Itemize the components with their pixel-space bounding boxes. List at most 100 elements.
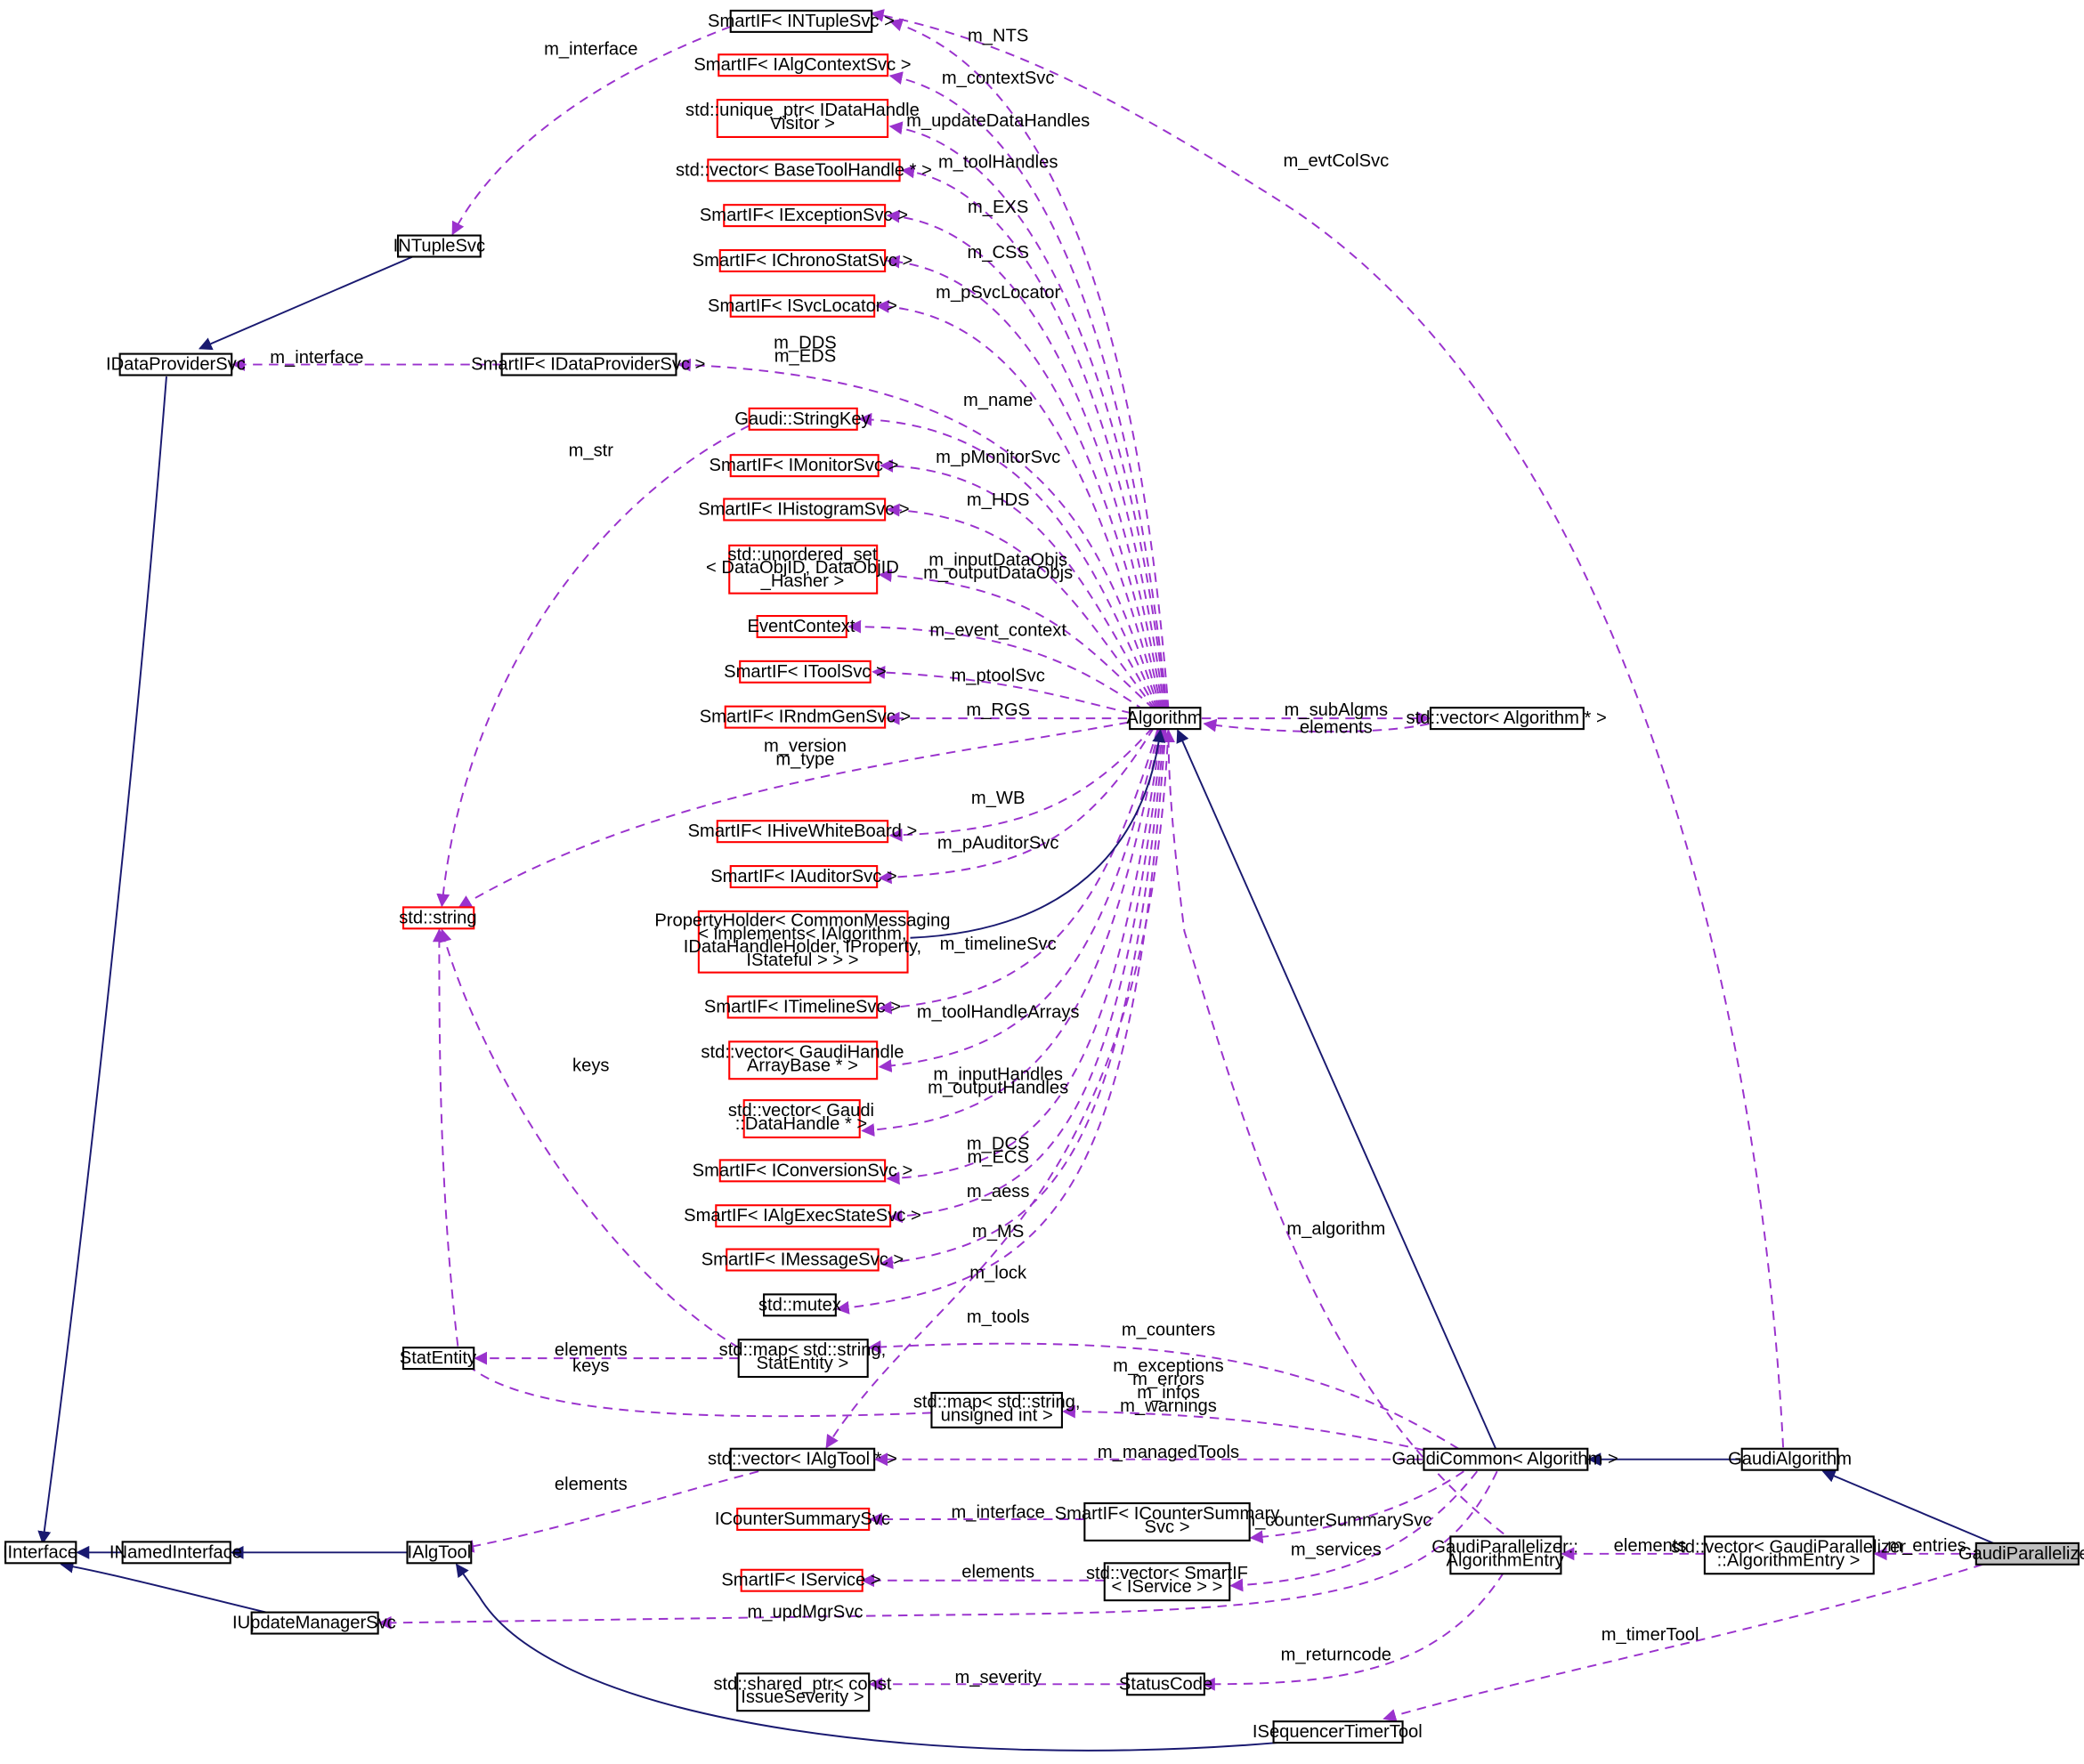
edge-m-updmgrsvc: [377, 1470, 1498, 1630]
svg-text:StatEntity: StatEntity: [400, 1348, 477, 1368]
node-algorithm[interactable]: Algorithm: [1126, 707, 1203, 731]
label-m-ptoolsvc: m_ptoolSvc: [952, 666, 1045, 685]
node-smartif-irndmgensvc[interactable]: SmartIF< IRndmGenSvc >: [700, 705, 911, 729]
node-idataprovidersvc[interactable]: IDataProviderSvc: [106, 352, 246, 376]
node-intuplesvc[interactable]: INTupleSvc: [393, 234, 485, 258]
svg-text:SmartIF< IAlgExecStateSvc >: SmartIF< IAlgExecStateSvc >: [684, 1206, 921, 1226]
svg-text:SmartIF< IExceptionSvc >: SmartIF< IExceptionSvc >: [700, 206, 908, 225]
node-gaudiparallelizer-algorithmentry[interactable]: GaudiParallelizer::AlgorithmEntry: [1431, 1535, 1578, 1575]
svg-text:INamedInterface: INamedInterface: [109, 1542, 242, 1562]
edge-inh-ntuple-dp: [198, 255, 413, 351]
label-m-counters: m_counters: [1122, 1321, 1215, 1340]
edge-inh-gaudicommon-alg: [1176, 729, 1497, 1450]
label-m-aess: m_aess: [967, 1182, 1030, 1202]
label-keys-map: keys: [572, 1056, 609, 1075]
edge-m-contextsvc: [888, 71, 1168, 709]
edge-m-interface-ntuple: [451, 25, 732, 236]
node-propertyholder[interactable]: PropertyHolder< CommonMessaging< impleme…: [654, 910, 951, 974]
node-smartif-iexceptionsvc[interactable]: SmartIF< IExceptionSvc >: [700, 204, 908, 228]
node-smartif-intuplesvc[interactable]: SmartIF< INTupleSvc >: [708, 9, 895, 33]
label-m-exs: m_EXS: [968, 198, 1028, 217]
node-smartif-ialgcontextsvc[interactable]: SmartIF< IAlgContextSvc >: [693, 53, 912, 77]
node-ialgtool[interactable]: IAlgTool: [406, 1541, 473, 1565]
node-smartif-iservice[interactable]: SmartIF< IService >: [721, 1568, 881, 1592]
svg-text:std::vector< Gaudi::DataHandle: std::vector< Gaudi::DataHandle * >: [728, 1101, 874, 1134]
svg-text:std::vector< GaudiParallelizer: std::vector< GaudiParallelizer::Algorith…: [1671, 1537, 1906, 1570]
svg-text:std::string: std::string: [399, 908, 476, 927]
node-smartif-isvclocator[interactable]: SmartIF< ISvcLocator >: [708, 294, 897, 318]
node-smartif-imessagesvc[interactable]: SmartIF< IMessageSvc >: [701, 1248, 904, 1272]
node-smartif-idataprovidersvc[interactable]: SmartIF< IDataProviderSvc >: [471, 352, 705, 376]
edge-inh-propertyholder-alg: [910, 729, 1166, 939]
node-iupdatemanagersvc[interactable]: IUpdateManagerSvc: [232, 1611, 396, 1635]
node-vector-gaudiparallelizer-algorithmentry[interactable]: std::vector< GaudiParallelizer::Algorith…: [1671, 1535, 1906, 1575]
edge-keys-map: [438, 928, 740, 1348]
node-icountersummarysvc[interactable]: ICounterSummarySvc: [715, 1507, 890, 1531]
edge-m-lock: [835, 729, 1167, 1315]
edge-m-services: [1229, 1470, 1479, 1592]
node-statentity[interactable]: StatEntity: [400, 1347, 477, 1371]
svg-text:SmartIF< IConversionSvc >: SmartIF< IConversionSvc >: [693, 1161, 913, 1180]
node-statuscode[interactable]: StatusCode: [1119, 1672, 1212, 1696]
svg-text:std::vector< IAlgTool * >: std::vector< IAlgTool * >: [708, 1450, 897, 1469]
node-gaudicommon-algorithm[interactable]: GaudiCommon< Algorithm >: [1391, 1447, 1618, 1471]
label-m-toolhandles: m_toolHandles: [938, 152, 1058, 172]
node-smartif-iconversionsvc[interactable]: SmartIF< IConversionSvc >: [693, 1159, 913, 1183]
node-inamedinterface[interactable]: INamedInterface: [109, 1541, 242, 1565]
edge-m-evtcolsvc: [870, 9, 1785, 1448]
node-map-string-statentity[interactable]: std::map< std::string,StatEntity >: [719, 1339, 887, 1379]
node-gaudiparallelizer[interactable]: GaudiParallelizer: [1958, 1541, 2084, 1566]
node-vector-algorithm[interactable]: std::vector< Algorithm * >: [1407, 707, 1607, 731]
node-smartif-iauditorsvc[interactable]: SmartIF< IAuditorSvc >: [710, 865, 897, 889]
label-m-interface-ntuple: m_interface: [544, 39, 637, 59]
label-m-interface-cs: m_interface: [952, 1502, 1045, 1522]
node-std-string[interactable]: std::string: [399, 906, 477, 930]
edge-m-timelinesvc: [878, 728, 1159, 1015]
node-vector-gaudi-datahandle[interactable]: std::vector< Gaudi::DataHandle * >: [728, 1099, 874, 1139]
label-m-ms: m_MS: [972, 1222, 1024, 1242]
svg-text:SmartIF< IMonitorSvc >: SmartIF< IMonitorSvc >: [710, 456, 899, 475]
edge-m-algorithm: [1162, 729, 1504, 1535]
node-smartif-ihistogramsvc[interactable]: SmartIF< IHistogramSvc >: [698, 498, 910, 522]
node-isequencertimertool[interactable]: ISequencerTimerTool: [1253, 1720, 1423, 1744]
node-smartif-itimelinesvc[interactable]: SmartIF< ITimelineSvc >: [704, 995, 901, 1019]
node-smartif-ichronostatsvc[interactable]: SmartIF< IChronoStatSvc >: [693, 248, 913, 272]
node-unordered-set-dataobjid[interactable]: std::unordered_set< DataObjID, DataObjID…: [706, 544, 899, 595]
edge-m-aess: [888, 728, 1164, 1224]
node-iinterface[interactable]: IInterface: [3, 1541, 77, 1565]
label-m-css: m_CSS: [967, 243, 1028, 263]
svg-text:GaudiAlgorithm: GaudiAlgorithm: [1728, 1450, 1852, 1469]
node-vector-ialgtool[interactable]: std::vector< IAlgTool * >: [708, 1447, 897, 1471]
label-m-str: m_str: [569, 441, 614, 461]
node-gaudialgorithm[interactable]: GaudiAlgorithm: [1728, 1447, 1852, 1471]
edge-m-pauditorsvc: [878, 727, 1155, 885]
edge-m-handles: [861, 728, 1162, 1137]
svg-text:ICounterSummarySvc: ICounterSummarySvc: [715, 1509, 890, 1529]
node-gaudi-stringkey[interactable]: Gaudi::StringKey: [734, 407, 872, 431]
edge-m-returncode: [1201, 1572, 1504, 1691]
node-map-string-unsigned[interactable]: std::map< std::string,unsigned int >: [913, 1391, 1081, 1428]
node-std-mutex[interactable]: std::mutex: [758, 1293, 841, 1317]
node-vector-basetoolhandle[interactable]: std::vector< BaseToolHandle * >: [676, 158, 932, 182]
label-m-lock: m_lock: [969, 1263, 1027, 1283]
node-smartif-itoolsvc[interactable]: SmartIF< IToolSvc >: [724, 659, 887, 684]
node-smartif-ialgexecstatesvc[interactable]: SmartIF< IAlgExecStateSvc >: [684, 1204, 921, 1228]
node-eventcontext[interactable]: EventContext: [747, 615, 855, 639]
label-m-hds: m_HDS: [967, 490, 1030, 510]
svg-text:std::vector< SmartIF< IService: std::vector< SmartIF< IService > >: [1086, 1564, 1248, 1597]
label-m-psvclocator: m_pSvcLocator: [936, 283, 1060, 303]
node-vector-smartif-iservice[interactable]: std::vector< SmartIF< IService > >: [1086, 1562, 1248, 1602]
edge-elements-algtool: [460, 1470, 759, 1553]
edge-m-tools: [825, 729, 1170, 1449]
label-m-interface-dp: m_interface: [270, 348, 363, 368]
svg-text:std::map< std::string,unsigned: std::map< std::string,unsigned int >: [913, 1392, 1081, 1425]
svg-text:StatusCode: StatusCode: [1119, 1674, 1212, 1694]
node-smartif-imonitorsvc[interactable]: SmartIF< IMonitorSvc >: [710, 454, 899, 478]
node-smartif-ihivewhiteboard[interactable]: SmartIF< IHiveWhiteBoard >: [688, 820, 918, 844]
